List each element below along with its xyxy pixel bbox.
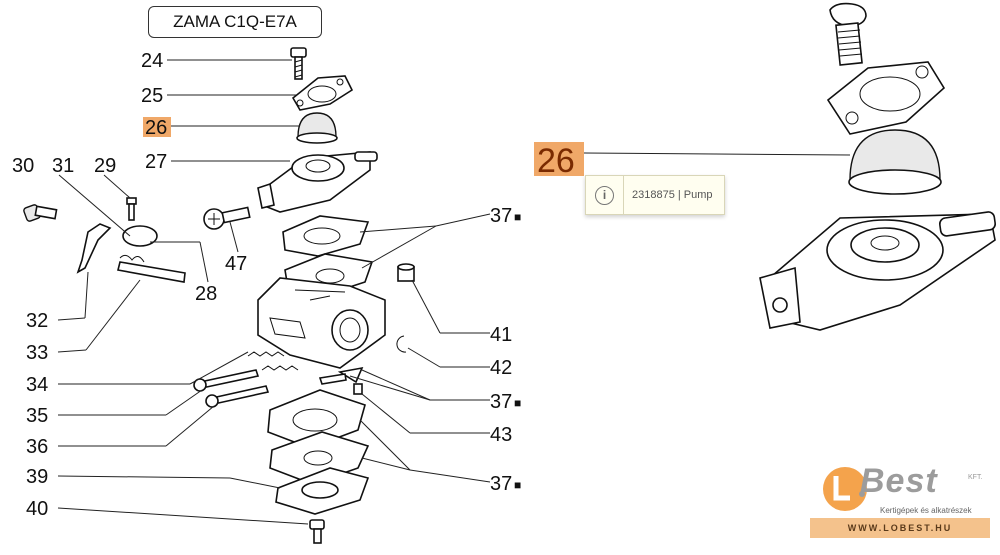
lobest-logo: Best KFT. Kertigépek és alkatrészek WWW.… bbox=[808, 462, 990, 540]
zoom-pump-dome[interactable] bbox=[848, 129, 942, 195]
info-icon: i bbox=[595, 185, 614, 205]
zoom-callout-highlight bbox=[534, 142, 584, 176]
part-number-p37a[interactable]: 37 bbox=[490, 205, 512, 227]
part-number-p40[interactable]: 40 bbox=[26, 498, 48, 520]
part-25-gasket[interactable] bbox=[291, 75, 354, 111]
tooltip-text: 2318875 | Pump bbox=[632, 189, 713, 201]
part-number-p25[interactable]: 25 bbox=[141, 85, 163, 107]
part-number-p43[interactable]: 43 bbox=[490, 424, 512, 446]
part-28-31-lever[interactable] bbox=[76, 223, 186, 283]
tooltip-divider bbox=[623, 175, 624, 215]
part-24-screw[interactable] bbox=[290, 47, 307, 80]
zoom-pump-cover[interactable] bbox=[759, 211, 997, 331]
logo-url-bar[interactable]: WWW.LOBEST.HU bbox=[810, 518, 990, 538]
logo-url[interactable]: WWW.LOBEST.HU bbox=[847, 523, 953, 533]
part-number-p33[interactable]: 33 bbox=[26, 342, 48, 364]
part-tooltip: i 2318875 | Pump bbox=[585, 175, 725, 215]
part-35-36-needles[interactable] bbox=[193, 369, 270, 408]
part-number-p35[interactable]: 35 bbox=[26, 405, 48, 427]
logo-mark-icon bbox=[823, 467, 867, 511]
marker-p37c: ■ bbox=[514, 478, 521, 492]
part-number-p47[interactable]: 47 bbox=[225, 253, 247, 275]
marker-p37b: ■ bbox=[514, 396, 521, 410]
zoom-screw[interactable] bbox=[829, 2, 867, 66]
carburetor-exploded-view bbox=[23, 47, 415, 544]
part-number-p36[interactable]: 36 bbox=[26, 436, 48, 458]
part-number-p30[interactable]: 30 bbox=[12, 155, 34, 177]
part-number-p24[interactable]: 24 bbox=[141, 50, 163, 72]
logo-company-suffix: KFT. bbox=[968, 474, 983, 481]
zoom-callout-number[interactable]: 26 bbox=[537, 142, 575, 180]
part-number-p27[interactable]: 27 bbox=[145, 151, 167, 173]
highlight-p26 bbox=[143, 117, 171, 137]
part-number-p31[interactable]: 31 bbox=[52, 155, 74, 177]
part-number-p37c[interactable]: 37 bbox=[490, 473, 512, 495]
part-number-p26[interactable]: 26 bbox=[145, 117, 167, 139]
zoom-gasket[interactable] bbox=[826, 61, 946, 135]
part-37-gasket-lower[interactable] bbox=[267, 389, 370, 485]
marker-p37a: ■ bbox=[514, 210, 521, 224]
part-number-p28[interactable]: 28 bbox=[195, 283, 217, 305]
part-43-needle[interactable] bbox=[318, 366, 364, 395]
part-number-p37b[interactable]: 37 bbox=[490, 391, 512, 413]
part-number-p29[interactable]: 29 bbox=[94, 155, 116, 177]
part-number-p32[interactable]: 32 bbox=[26, 310, 48, 332]
part-29-screw[interactable] bbox=[126, 197, 137, 221]
part-number-p34[interactable]: 34 bbox=[26, 374, 48, 396]
part-41-plug[interactable] bbox=[397, 263, 415, 282]
part-34-springs[interactable] bbox=[247, 351, 299, 371]
zoom-detail-view: 26 bbox=[534, 2, 997, 331]
part-26-pump[interactable] bbox=[296, 112, 338, 144]
part-number-p41[interactable]: 41 bbox=[490, 324, 512, 346]
logo-tagline: Kertigépek és alkatrészek bbox=[880, 506, 972, 515]
leader-lines bbox=[57, 59, 491, 525]
model-label: ZAMA C1Q-E7A bbox=[148, 6, 322, 38]
part-47-screw[interactable] bbox=[203, 206, 251, 230]
part-27-pump-cover[interactable] bbox=[257, 151, 378, 213]
part-40-screw[interactable] bbox=[309, 519, 325, 544]
logo-brand: Best bbox=[860, 462, 938, 500]
part-number-p42[interactable]: 42 bbox=[490, 357, 512, 379]
part-39-cover[interactable] bbox=[275, 467, 370, 515]
part-number-p39[interactable]: 39 bbox=[26, 466, 48, 488]
part-42-clip[interactable] bbox=[396, 335, 407, 353]
part-30-screw[interactable] bbox=[23, 204, 58, 222]
part-carburetor-body[interactable] bbox=[257, 277, 386, 369]
